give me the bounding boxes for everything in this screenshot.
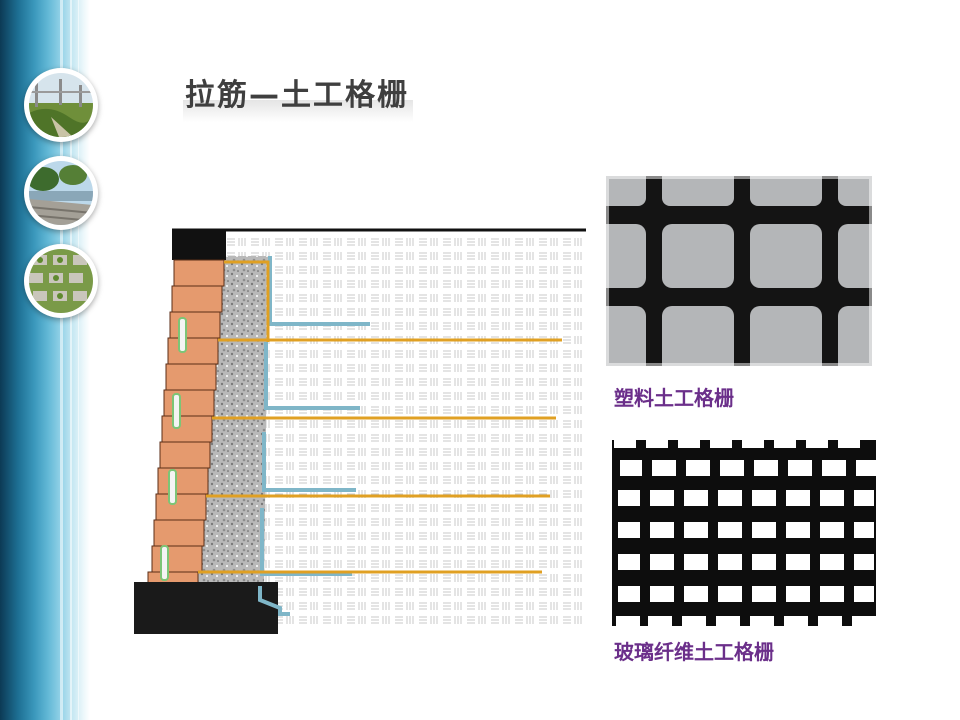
geogrid-reinforcement bbox=[198, 260, 562, 574]
grass-paver-grid-photo-icon bbox=[29, 249, 93, 313]
facing-blocks bbox=[147, 259, 225, 597]
band-stripe bbox=[60, 0, 63, 720]
drainage-lines bbox=[258, 256, 370, 616]
riverbank-retaining-wall-photo-icon bbox=[29, 161, 93, 225]
fiberglass-geogrid-caption: 玻璃纤维土工格栅 bbox=[614, 640, 774, 664]
thumbnail-riverbank-wall[interactable] bbox=[24, 156, 98, 230]
plastic-geogrid-photo bbox=[606, 176, 872, 366]
band-stripe bbox=[78, 0, 79, 720]
plastic-geogrid-caption: 塑料土工格栅 bbox=[614, 386, 734, 410]
block-connectors bbox=[160, 317, 187, 581]
reinforced-backfill-soil bbox=[226, 232, 582, 624]
slide-title: 拉筋—土工格栅 bbox=[185, 78, 409, 113]
band-stripe bbox=[70, 0, 72, 720]
fiberglass-geogrid-photo bbox=[612, 440, 876, 626]
roadside-vegetation-slope-photo-icon bbox=[29, 73, 93, 137]
thumbnail-roadside-slope[interactable] bbox=[24, 68, 98, 142]
thumbnail-grass-paver[interactable] bbox=[24, 244, 98, 318]
reinforced-retaining-wall-diagram bbox=[134, 228, 586, 634]
wall-footing bbox=[134, 582, 278, 634]
wall-cap bbox=[172, 230, 226, 260]
title-reflection bbox=[183, 100, 413, 122]
